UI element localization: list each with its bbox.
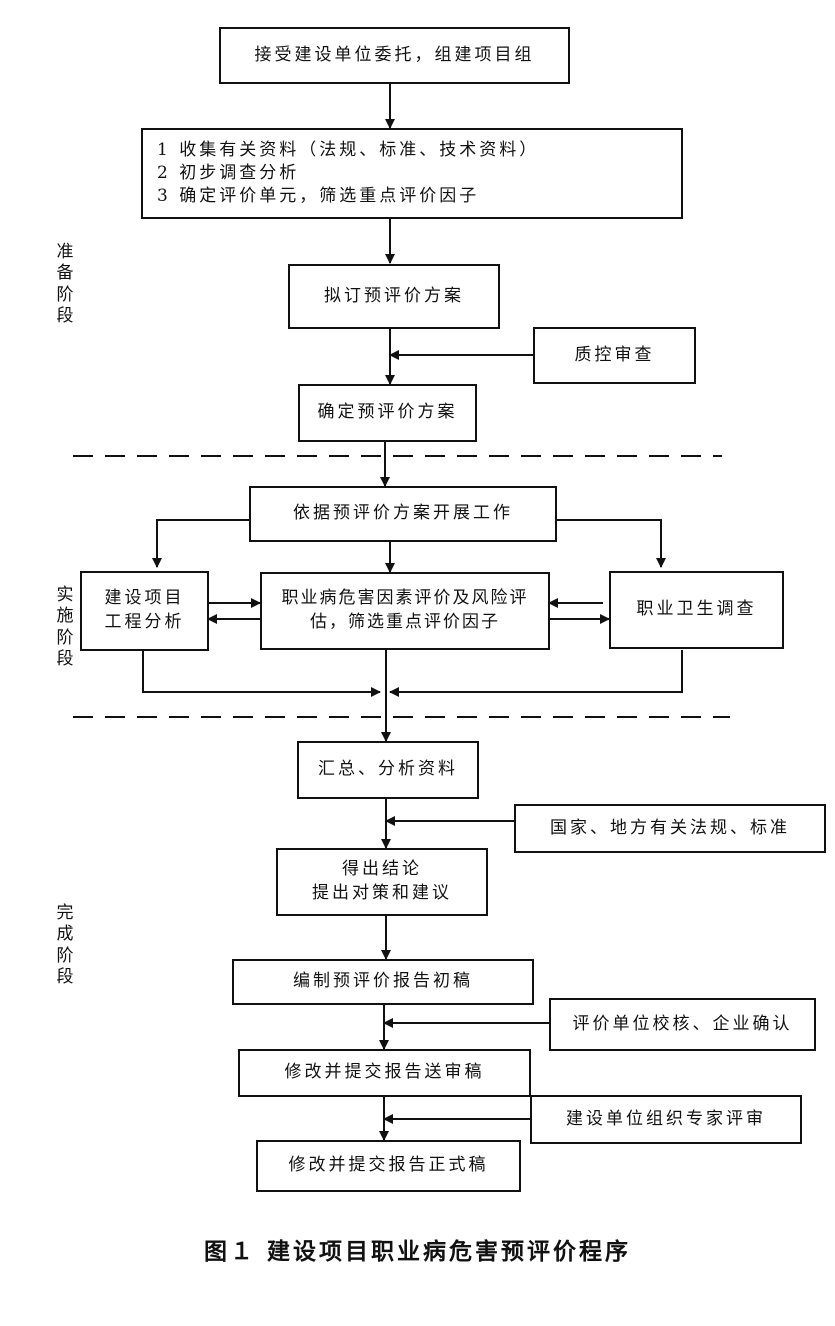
- node-engineering-line-1: 建设项目: [104, 588, 185, 609]
- node-review-draft: 修改并提交报告送审稿: [238, 1049, 531, 1097]
- node-summarize: 汇总、分析资料: [297, 741, 479, 799]
- node-collect: 1 收集有关资料（法规、标准、技术资料） 2 初步调查分析 3 确定评价单元，筛…: [141, 128, 683, 219]
- figure-caption: 图１ 建设项目职业病危害预评价程序: [203, 1238, 631, 1265]
- node-engineering-line-2: 工程分析: [104, 612, 185, 632]
- node-collect-line-2: 2 初步调查分析: [157, 163, 300, 184]
- stage-label-prepare: 准 备 阶 段: [56, 242, 74, 326]
- node-summarize-text: 汇总、分析资料: [318, 759, 458, 780]
- node-confirm-plan-text: 确定预评价方案: [317, 402, 458, 423]
- node-collect-line-1: 1 收集有关资料（法规、标准、技术资料）: [157, 140, 540, 161]
- node-final-report: 修改并提交报告正式稿: [256, 1140, 521, 1192]
- node-hazard-line-2: 估，筛选重点评价因子: [310, 612, 500, 632]
- node-qc-review-text: 质控审查: [574, 344, 655, 365]
- node-expert-review-text: 建设单位组织专家评审: [566, 1108, 766, 1129]
- node-confirm-plan: 确定预评价方案: [298, 384, 477, 442]
- node-regulations: 国家、地方有关法规、标准: [514, 804, 826, 853]
- node-hygiene-survey: 职业卫生调查: [609, 571, 784, 649]
- node-regulations-text: 国家、地方有关法规、标准: [550, 817, 790, 838]
- node-qc-review: 质控审查: [533, 327, 696, 384]
- node-hazard-evaluation: 职业病危害因素评价及风险评 估，筛选重点评价因子: [260, 572, 550, 650]
- node-draft-plan: 拟订预评价方案: [288, 264, 500, 329]
- node-conclusion: 得出结论 提出对策和建议: [276, 848, 488, 916]
- node-work: 依据预评价方案开展工作: [249, 486, 557, 542]
- stage-label-implement: 实 施 阶 段: [56, 585, 74, 669]
- node-hygiene-survey-text: 职业卫生调查: [636, 599, 757, 620]
- node-final-report-text: 修改并提交报告正式稿: [288, 1155, 489, 1176]
- node-draft-report-text: 编制预评价报告初稿: [293, 971, 473, 992]
- node-expert-review: 建设单位组织专家评审: [530, 1095, 802, 1144]
- node-entrust-text: 接受建设单位委托，组建项目组: [254, 44, 535, 65]
- stage-label-complete: 完 成 阶 段: [56, 903, 74, 987]
- node-unit-check-text: 评价单位校核、企业确认: [572, 1013, 793, 1034]
- node-draft-plan-text: 拟订预评价方案: [324, 285, 464, 306]
- node-review-draft-text: 修改并提交报告送审稿: [284, 1062, 485, 1083]
- node-collect-line-3: 3 确定评价单元，筛选重点评价因子: [157, 185, 480, 206]
- node-unit-check: 评价单位校核、企业确认: [549, 998, 816, 1051]
- node-entrust: 接受建设单位委托，组建项目组: [219, 27, 570, 84]
- node-conclusion-line-2: 提出对策和建议: [312, 883, 452, 903]
- node-work-text: 依据预评价方案开展工作: [293, 503, 513, 524]
- node-draft-report: 编制预评价报告初稿: [232, 959, 534, 1005]
- node-hazard-line-1: 职业病危害因素评价及风险评: [281, 588, 529, 609]
- node-engineering-analysis: 建设项目 工程分析: [80, 571, 209, 651]
- node-conclusion-line-1: 得出结论: [342, 859, 422, 880]
